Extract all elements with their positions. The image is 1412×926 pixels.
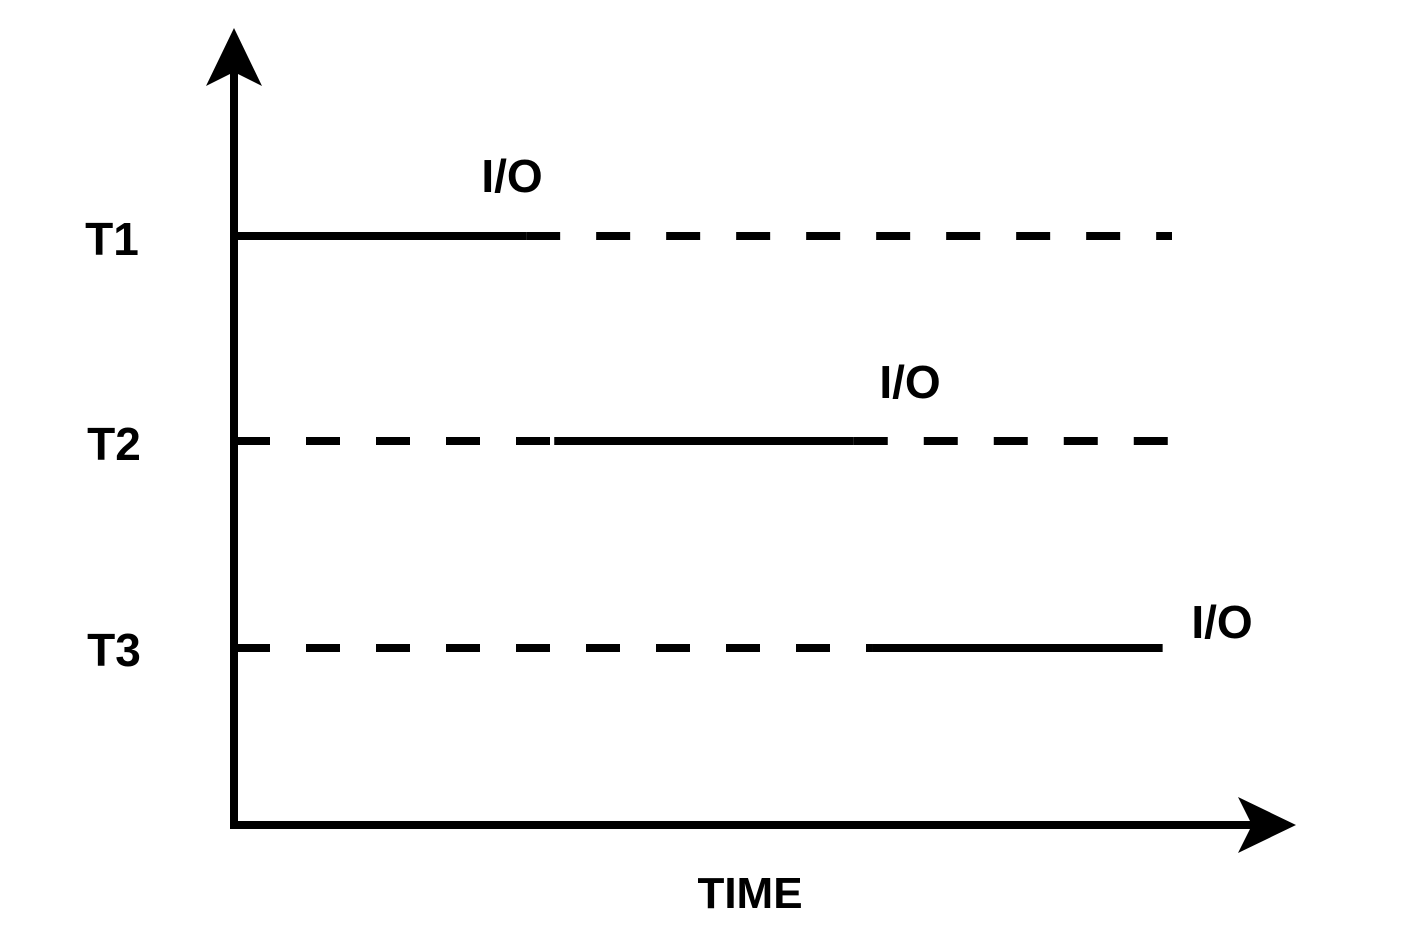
thread-label-t3: T3 <box>87 624 141 676</box>
y-axis-arrowhead <box>206 28 262 86</box>
x-axis-label: TIME <box>697 869 802 918</box>
io-label-t2: I/O <box>879 356 940 408</box>
thread-label-t1: T1 <box>85 213 139 265</box>
thread-row-t2: T2 I/O <box>87 356 1172 470</box>
thread-row-t3: T3 I/O <box>87 596 1253 676</box>
thread-row-t1: T1 I/O <box>85 150 1172 265</box>
thread-label-t2: T2 <box>87 418 141 470</box>
io-label-t1: I/O <box>481 150 542 202</box>
io-label-t3: I/O <box>1191 596 1252 648</box>
x-axis-arrowhead <box>1238 797 1296 853</box>
